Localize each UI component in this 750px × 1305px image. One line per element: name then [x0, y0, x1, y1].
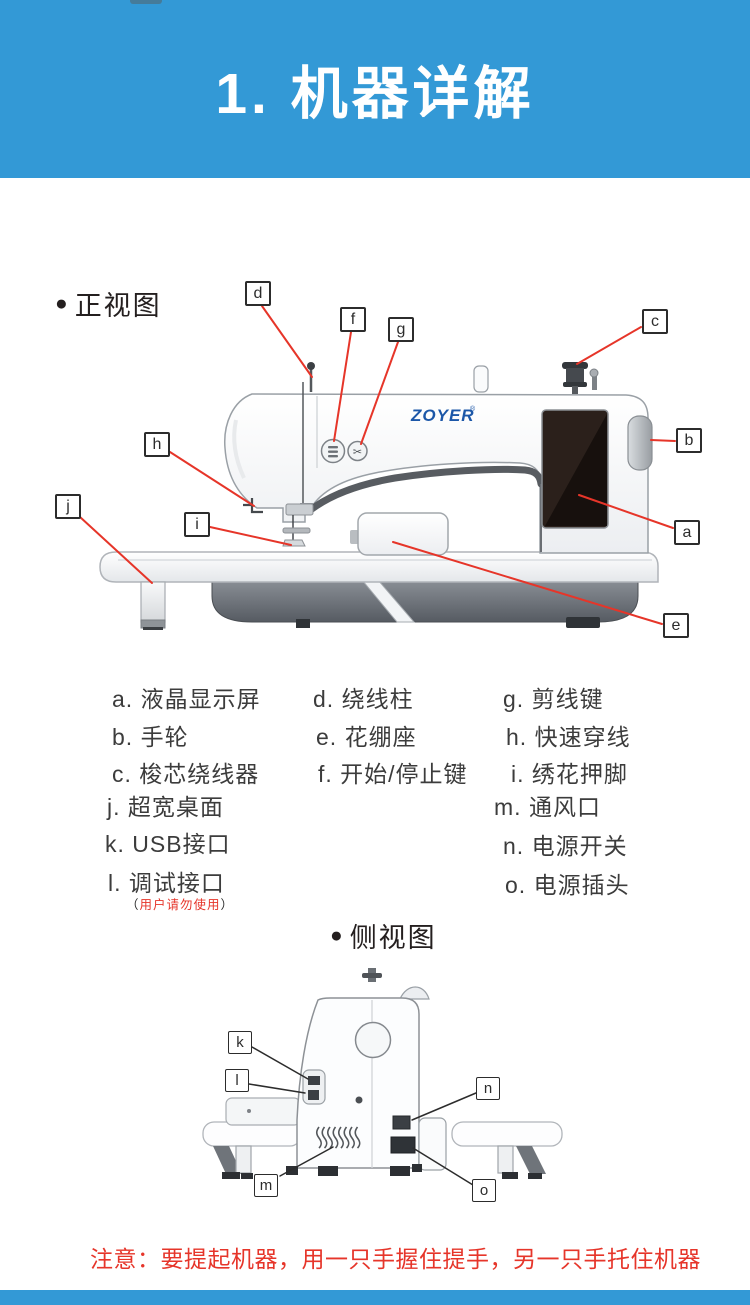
callout-l: l: [225, 1069, 249, 1092]
note-paren-close: ）: [220, 898, 235, 912]
header-band: 1. 机器详解: [0, 0, 750, 178]
callout-e-letter: e: [671, 616, 681, 634]
side-leader-lines: [248, 1046, 477, 1186]
brand-logo: ZOYER ®: [410, 405, 476, 425]
callout-n: n: [476, 1077, 500, 1100]
callout-g-letter: g: [396, 320, 406, 338]
callout-k-letter: k: [236, 1034, 244, 1051]
arm-underside-shadow: [304, 465, 545, 516]
callout-a-letter: a: [682, 523, 692, 541]
callout-m: m: [254, 1174, 278, 1197]
callout-b: b: [676, 428, 702, 453]
legend-item-e: e. 花绷座: [316, 724, 417, 750]
callout-l-letter: l: [235, 1072, 239, 1089]
table-leg: [140, 581, 166, 630]
callout-o-letter: o: [479, 1182, 489, 1199]
legend-item-l: l. 调试接口: [108, 870, 225, 896]
bullet-icon: ●: [55, 292, 68, 315]
front-view-label: ● 正视图: [55, 284, 162, 323]
legend-item-g: g. 剪线键: [503, 686, 604, 712]
legend-item-f: f. 开始/停止键: [318, 761, 468, 787]
legend-item-m: m. 通风口: [494, 794, 601, 820]
spool-pin: [473, 365, 489, 393]
callout-i: i: [184, 512, 210, 537]
side-handwheel: [354, 1021, 392, 1059]
svg-text:✂: ✂: [353, 447, 362, 459]
legend-item-c: c. 梭芯绕线器: [112, 761, 260, 787]
callout-i-letter: i: [195, 515, 199, 533]
legend-item-n: n. 电源开关: [503, 833, 628, 859]
legend-item-j: j. 超宽桌面: [107, 794, 224, 820]
usb-port: [302, 1069, 326, 1105]
front-view-label-text: 正视图: [74, 291, 162, 321]
callout-j: j: [55, 494, 81, 519]
side-attachment-box: [225, 1097, 301, 1126]
callout-f-letter: f: [350, 310, 356, 328]
note-text: 用户请勿使用: [139, 898, 221, 912]
power-switch: [392, 1115, 411, 1130]
callout-o: o: [472, 1179, 496, 1202]
callout-e: e: [663, 613, 689, 638]
callout-k: k: [228, 1031, 252, 1054]
callout-j-letter: j: [66, 497, 70, 515]
callout-b-letter: b: [684, 431, 694, 449]
vent-slots: [315, 1126, 361, 1149]
side-table-right: [451, 1121, 563, 1147]
side-feet: [286, 1164, 422, 1176]
legend-item-d: d. 绕线柱: [313, 686, 414, 712]
top-edge-artifact: [130, 0, 162, 4]
hoop-seat: [350, 512, 449, 556]
side-view-diagram: [202, 968, 563, 1186]
handwheel: [627, 415, 653, 471]
side-view-label-text: 侧视图: [349, 923, 437, 953]
start-stop-button-icon: [320, 438, 346, 464]
callout-d: d: [245, 281, 271, 306]
svg-text:ZOYER: ZOYER: [410, 406, 475, 425]
bobbin-winder: [562, 362, 599, 394]
hoop-arm-end: [418, 1117, 447, 1171]
side-legs: [213, 1145, 546, 1179]
callout-f: f: [340, 307, 366, 332]
callout-c-letter: c: [651, 312, 659, 330]
note-paren-open: （: [126, 898, 140, 912]
wide-table: [99, 551, 659, 583]
callout-g: g: [388, 317, 414, 342]
thread-cut-icon: ✂: [347, 440, 368, 462]
front-leader-lines: [79, 305, 676, 625]
callout-m-letter: m: [259, 1177, 273, 1194]
callout-a: a: [674, 520, 700, 545]
front-view-diagram: ✂ ZOYER ®: [79, 305, 676, 630]
callout-d-letter: d: [253, 284, 263, 302]
bullet-icon: ●: [330, 924, 343, 947]
callout-h-letter: h: [152, 435, 162, 453]
lcd-screen: [541, 409, 609, 529]
side-top-clamp: [362, 968, 382, 982]
legend-item-b: b. 手轮: [112, 724, 189, 750]
svg-text:®: ®: [470, 405, 476, 413]
callout-n-letter: n: [483, 1080, 493, 1097]
power-plug-socket: [390, 1136, 416, 1154]
lifting-warning: 注意：要提起机器，用一只手握住提手，另一只手托住机器: [90, 1246, 701, 1272]
legend-debug-note: （用户请勿使用）: [126, 894, 234, 913]
callout-c: c: [642, 309, 668, 334]
side-top-hump: [399, 986, 430, 1000]
legend-item-k: k. USB接口: [105, 831, 231, 857]
side-view-label: ● 侧视图: [330, 916, 437, 955]
quick-threader: [243, 498, 263, 514]
winding-post: [307, 362, 315, 392]
legend-item-i: i. 绣花押脚: [511, 761, 628, 787]
page-title: 1. 机器详解: [215, 62, 535, 126]
callout-h: h: [144, 432, 170, 457]
legend-item-a: a. 液晶显示屏: [112, 686, 261, 712]
legend-item-o: o. 电源插头: [505, 872, 630, 898]
footer-band: [0, 1290, 750, 1305]
machine-base: [211, 579, 639, 628]
head-highlight: [232, 419, 246, 479]
legend-item-h: h. 快速穿线: [506, 724, 631, 750]
